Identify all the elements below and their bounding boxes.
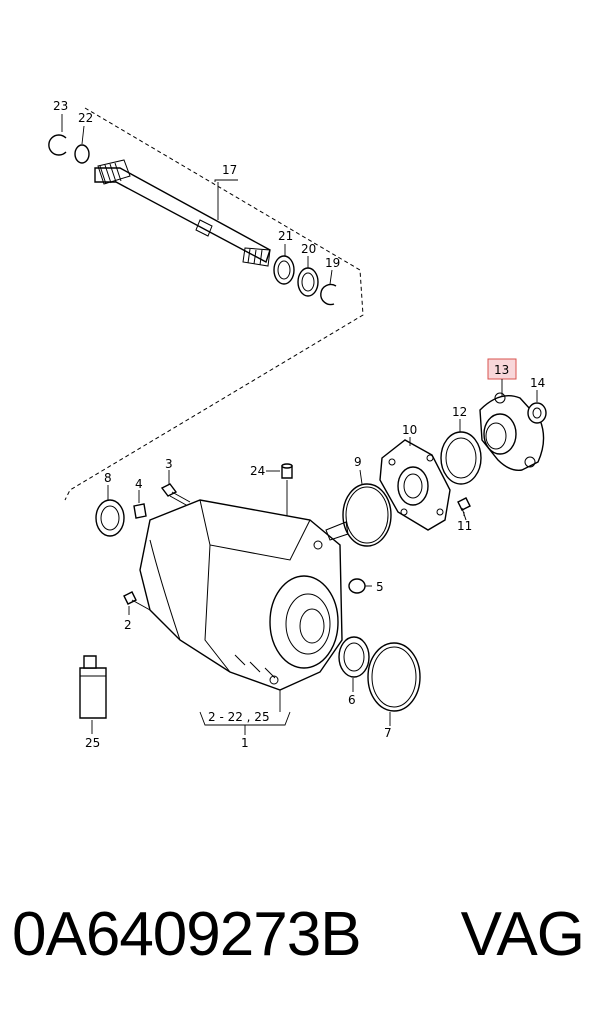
callout-5: 5: [376, 580, 384, 594]
callout-13: 13: [494, 363, 509, 377]
callout-3: 3: [165, 457, 173, 471]
part-6-seal[interactable]: [338, 636, 370, 678]
part-14-nut[interactable]: [527, 402, 547, 424]
part-7-ring[interactable]: [367, 642, 421, 712]
callout-7: 7: [384, 726, 392, 740]
part-11-bolt[interactable]: [457, 497, 471, 521]
part-9-oring[interactable]: [342, 483, 392, 547]
callout-10: 10: [402, 423, 417, 437]
part-21-bearing[interactable]: [273, 255, 295, 285]
callout-12: 12: [452, 405, 467, 419]
callout-1: 1: [241, 736, 249, 750]
part-23-circlip[interactable]: [48, 134, 67, 156]
part-number: 0A6409273B: [12, 900, 362, 969]
part-12-gasket[interactable]: [440, 431, 482, 485]
part-3-stud[interactable]: [160, 483, 191, 507]
exploded-parts-diagram: 23 22 17 21 20 19: [48, 99, 547, 750]
callout-20: 20: [301, 242, 316, 256]
callout-22: 22: [78, 111, 93, 125]
callout-17: 17: [222, 163, 237, 177]
part-info-footer: 0A6409273B VAG: [0, 890, 600, 980]
callout-range: 2 - 22 , 25: [208, 710, 270, 724]
callout-24: 24: [250, 464, 265, 478]
callout-6: 6: [348, 693, 356, 707]
part-19-circlip[interactable]: [320, 283, 337, 306]
callout-9: 9: [354, 455, 362, 469]
callout-25: 25: [85, 736, 100, 750]
brand-label: VAG: [460, 900, 585, 969]
part-25-oil-bottle[interactable]: [79, 655, 107, 719]
callout-21: 21: [278, 229, 293, 243]
part-4-bolt[interactable]: [133, 503, 147, 519]
part-17-shaft[interactable]: [94, 159, 271, 267]
part-10-cover[interactable]: [379, 439, 451, 531]
callout-23: 23: [53, 99, 68, 113]
part-8-seal[interactable]: [95, 499, 125, 537]
part-24-plug[interactable]: [281, 463, 293, 479]
part-20-bearing[interactable]: [297, 267, 319, 297]
callout-8: 8: [104, 471, 112, 485]
part-22-washer[interactable]: [74, 144, 90, 164]
callout-4: 4: [135, 477, 143, 491]
shaft-group-frame: [64, 107, 364, 501]
callout-11: 11: [457, 519, 472, 533]
part-2-bolt[interactable]: [123, 591, 151, 611]
callout-2: 2: [124, 618, 132, 632]
part-5-plug[interactable]: [348, 578, 366, 594]
callout-14: 14: [530, 376, 545, 390]
callout-19: 19: [325, 256, 340, 270]
part-1-housing[interactable]: [139, 499, 349, 691]
